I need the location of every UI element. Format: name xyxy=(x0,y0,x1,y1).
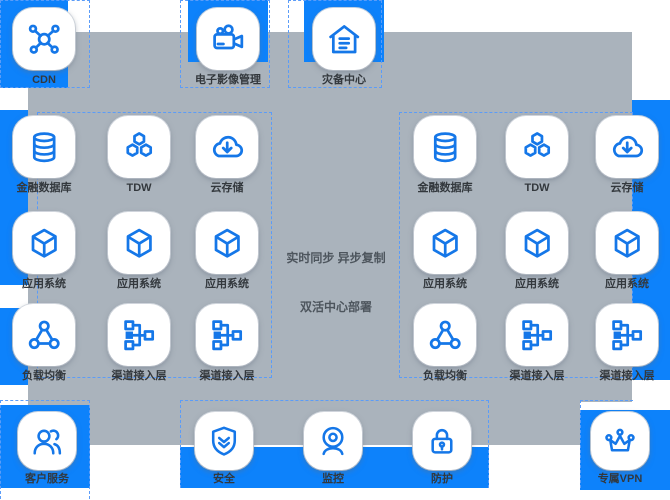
sync-mode-label: 实时同步 异步复制 xyxy=(286,251,386,265)
tile-label: TDW xyxy=(524,182,550,194)
shield-check-tile xyxy=(195,412,253,470)
tile-label: 应用系统 xyxy=(515,278,559,290)
cube-icon xyxy=(196,212,258,274)
tree-tile xyxy=(196,304,258,366)
tile-label: 应用系统 xyxy=(423,278,467,290)
people-icon xyxy=(18,412,76,470)
load-balancer-tile xyxy=(13,304,75,366)
tile-label: 灾备中心 xyxy=(322,74,366,86)
tile-label: 应用系统 xyxy=(22,278,66,290)
cloud-download-icon xyxy=(596,116,658,178)
cube-icon xyxy=(506,212,568,274)
cube-icon xyxy=(414,212,476,274)
database-tile xyxy=(13,116,75,178)
database-tile xyxy=(414,116,476,178)
hexagons-tile xyxy=(506,116,568,178)
video-camera-tile xyxy=(197,8,259,70)
crown-tile xyxy=(591,412,649,470)
tile-label: 渠道接入层 xyxy=(111,370,167,382)
hexagons-icon xyxy=(506,116,568,178)
cube-tile xyxy=(108,212,170,274)
tile-label: 应用系统 xyxy=(205,278,249,290)
cube-icon xyxy=(13,212,75,274)
network-icon xyxy=(13,8,75,70)
tile-label: CDN xyxy=(32,74,56,86)
tile-label: 防护 xyxy=(431,473,453,485)
hexagons-tile xyxy=(108,116,170,178)
cloud-download-tile xyxy=(596,116,658,178)
tile-label: 云存储 xyxy=(210,182,244,194)
tile-label: 负载均衡 xyxy=(22,370,66,382)
tile-label: 金融数据库 xyxy=(16,182,72,194)
tree-icon xyxy=(596,304,658,366)
crown-icon xyxy=(591,412,649,470)
cube-icon xyxy=(596,212,658,274)
tile-label: 应用系统 xyxy=(605,278,649,290)
home-icon xyxy=(313,8,375,70)
tile-label: 金融数据库 xyxy=(417,182,473,194)
load-balancer-icon xyxy=(13,304,75,366)
lock-icon xyxy=(413,412,471,470)
tile-label: 负载均衡 xyxy=(423,370,467,382)
hexagons-icon xyxy=(108,116,170,178)
dashed-zone-people xyxy=(0,400,90,499)
webcam-icon xyxy=(304,412,362,470)
tile-label: 渠道接入层 xyxy=(199,370,255,382)
tree-icon xyxy=(196,304,258,366)
cube-tile xyxy=(506,212,568,274)
cube-tile xyxy=(414,212,476,274)
video-camera-icon xyxy=(197,8,259,70)
tile-label: 渠道接入层 xyxy=(599,370,655,382)
load-balancer-icon xyxy=(414,304,476,366)
dashed-zone-security xyxy=(180,400,489,488)
database-icon xyxy=(414,116,476,178)
tree-tile xyxy=(596,304,658,366)
tile-label: 应用系统 xyxy=(117,278,161,290)
shield-check-icon xyxy=(195,412,253,470)
database-icon xyxy=(13,116,75,178)
tile-label: 安全 xyxy=(213,473,235,485)
cloud-download-tile xyxy=(196,116,258,178)
architecture-label: 双活中心部署 xyxy=(299,300,373,314)
dashed-zone-cdn xyxy=(0,0,90,88)
tile-label: 云存储 xyxy=(610,182,644,194)
tile-label: TDW xyxy=(126,182,152,194)
dashed-zone-camera xyxy=(180,0,270,88)
dashed-zone-home xyxy=(288,0,382,88)
tile-label: 专属VPN xyxy=(597,473,643,485)
tree-icon xyxy=(506,304,568,366)
people-tile xyxy=(18,412,76,470)
network-tile xyxy=(13,8,75,70)
webcam-tile xyxy=(304,412,362,470)
cube-icon xyxy=(108,212,170,274)
tree-icon xyxy=(108,304,170,366)
tile-label: 渠道接入层 xyxy=(509,370,565,382)
tile-label: 监控 xyxy=(322,473,344,485)
home-tile xyxy=(313,8,375,70)
cloud-download-icon xyxy=(196,116,258,178)
load-balancer-tile xyxy=(414,304,476,366)
tree-tile xyxy=(108,304,170,366)
tile-label: 电子影像管理 xyxy=(195,74,261,86)
cube-tile xyxy=(596,212,658,274)
dashed-zone-crown xyxy=(580,400,633,488)
tree-tile xyxy=(506,304,568,366)
cube-tile xyxy=(13,212,75,274)
tile-label: 客户服务 xyxy=(25,473,69,485)
cube-tile xyxy=(196,212,258,274)
lock-tile xyxy=(413,412,471,470)
